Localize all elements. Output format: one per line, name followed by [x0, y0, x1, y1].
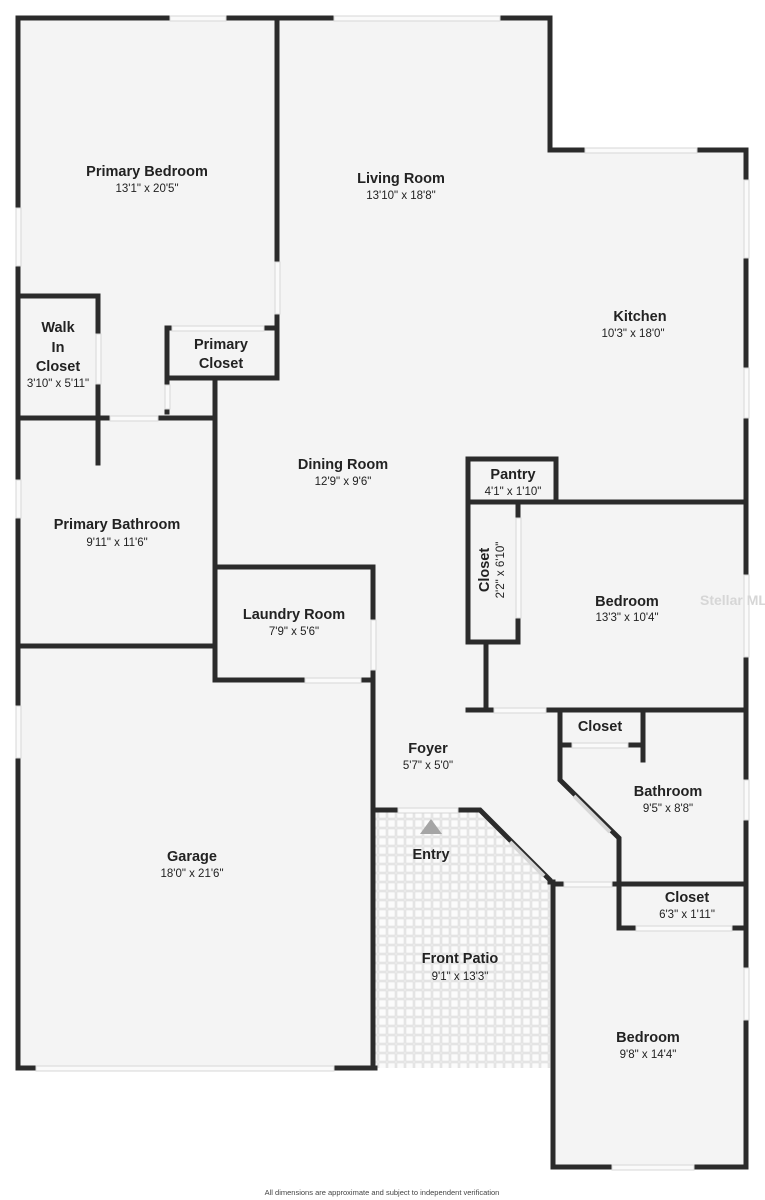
diagonal-windows — [508, 794, 612, 878]
living-room-name: Living Room — [357, 171, 445, 187]
entry-arrow-icon — [420, 819, 442, 834]
laundry-room-name: Laundry Room — [243, 607, 345, 623]
laundry-room-dims: 7'9" x 5'6" — [269, 626, 319, 638]
walk-in-closet-name-line1: Walk — [41, 320, 75, 336]
watermark: Stellar MLS — [700, 592, 765, 608]
hall-closet-name: Closet — [477, 548, 493, 592]
primary-bathroom-name: Primary Bathroom — [54, 517, 181, 533]
bedroom-2-name: Bedroom — [595, 594, 659, 610]
living-room-dims: 13'10" x 18'8" — [366, 190, 435, 202]
pantry-dims: 4'1" x 1'10" — [485, 486, 542, 498]
front-patio-name: Front Patio — [422, 951, 499, 967]
kitchen-dims: 10'3" x 18'0" — [601, 328, 664, 340]
bedroom-closet-name: Closet — [665, 890, 709, 906]
entry-name: Entry — [412, 847, 449, 863]
garage-dims: 18'0" x 21'6" — [160, 868, 223, 880]
footer-disclaimer: All dimensions are approximate and subje… — [265, 1188, 500, 1197]
front-patio-dims: 9'1" x 13'3" — [432, 971, 489, 983]
hall-closet-dims: 2'2" x 6'10" — [495, 542, 507, 599]
foyer-name: Foyer — [408, 741, 448, 757]
primary-bedroom-name: Primary Bedroom — [86, 164, 208, 180]
primary-closet-name-line1: Primary — [194, 337, 248, 353]
bedroom-3-dims: 9'8" x 14'4" — [620, 1049, 677, 1061]
walk-in-closet-name-line3: Closet — [36, 359, 80, 375]
floor-fills — [18, 18, 746, 1167]
bath-closet-name: Closet — [578, 719, 622, 735]
primary-bathroom-dims: 9'11" x 11'6" — [86, 537, 147, 549]
windows — [15, 15, 750, 1171]
front-patio-area — [375, 810, 550, 1068]
dining-room-name: Dining Room — [298, 457, 388, 473]
bedroom-3-name: Bedroom — [616, 1030, 680, 1046]
bedroom-2-dims: 13'3" x 10'4" — [595, 612, 658, 624]
walk-in-closet-name-line2: In — [52, 340, 65, 356]
bedroom-closet-dims: 6'3" x 1'11" — [659, 909, 715, 921]
primary-closet-name-line2: Closet — [199, 356, 243, 372]
walk-in-closet-dims: 3'10" x 5'11" — [27, 378, 89, 390]
foyer-dims: 5'7" x 5'0" — [403, 760, 453, 772]
bathroom-name: Bathroom — [634, 784, 702, 800]
room-labels: Primary Bedroom 13'1" x 20'5" Living Roo… — [27, 164, 715, 1061]
garage-name: Garage — [167, 849, 217, 865]
bathroom-dims: 9'5" x 8'8" — [643, 803, 693, 815]
kitchen-name: Kitchen — [613, 309, 666, 325]
pantry-name: Pantry — [490, 467, 535, 483]
primary-bedroom-dims: 13'1" x 20'5" — [115, 183, 178, 195]
dining-room-dims: 12'9" x 9'6" — [315, 476, 372, 488]
